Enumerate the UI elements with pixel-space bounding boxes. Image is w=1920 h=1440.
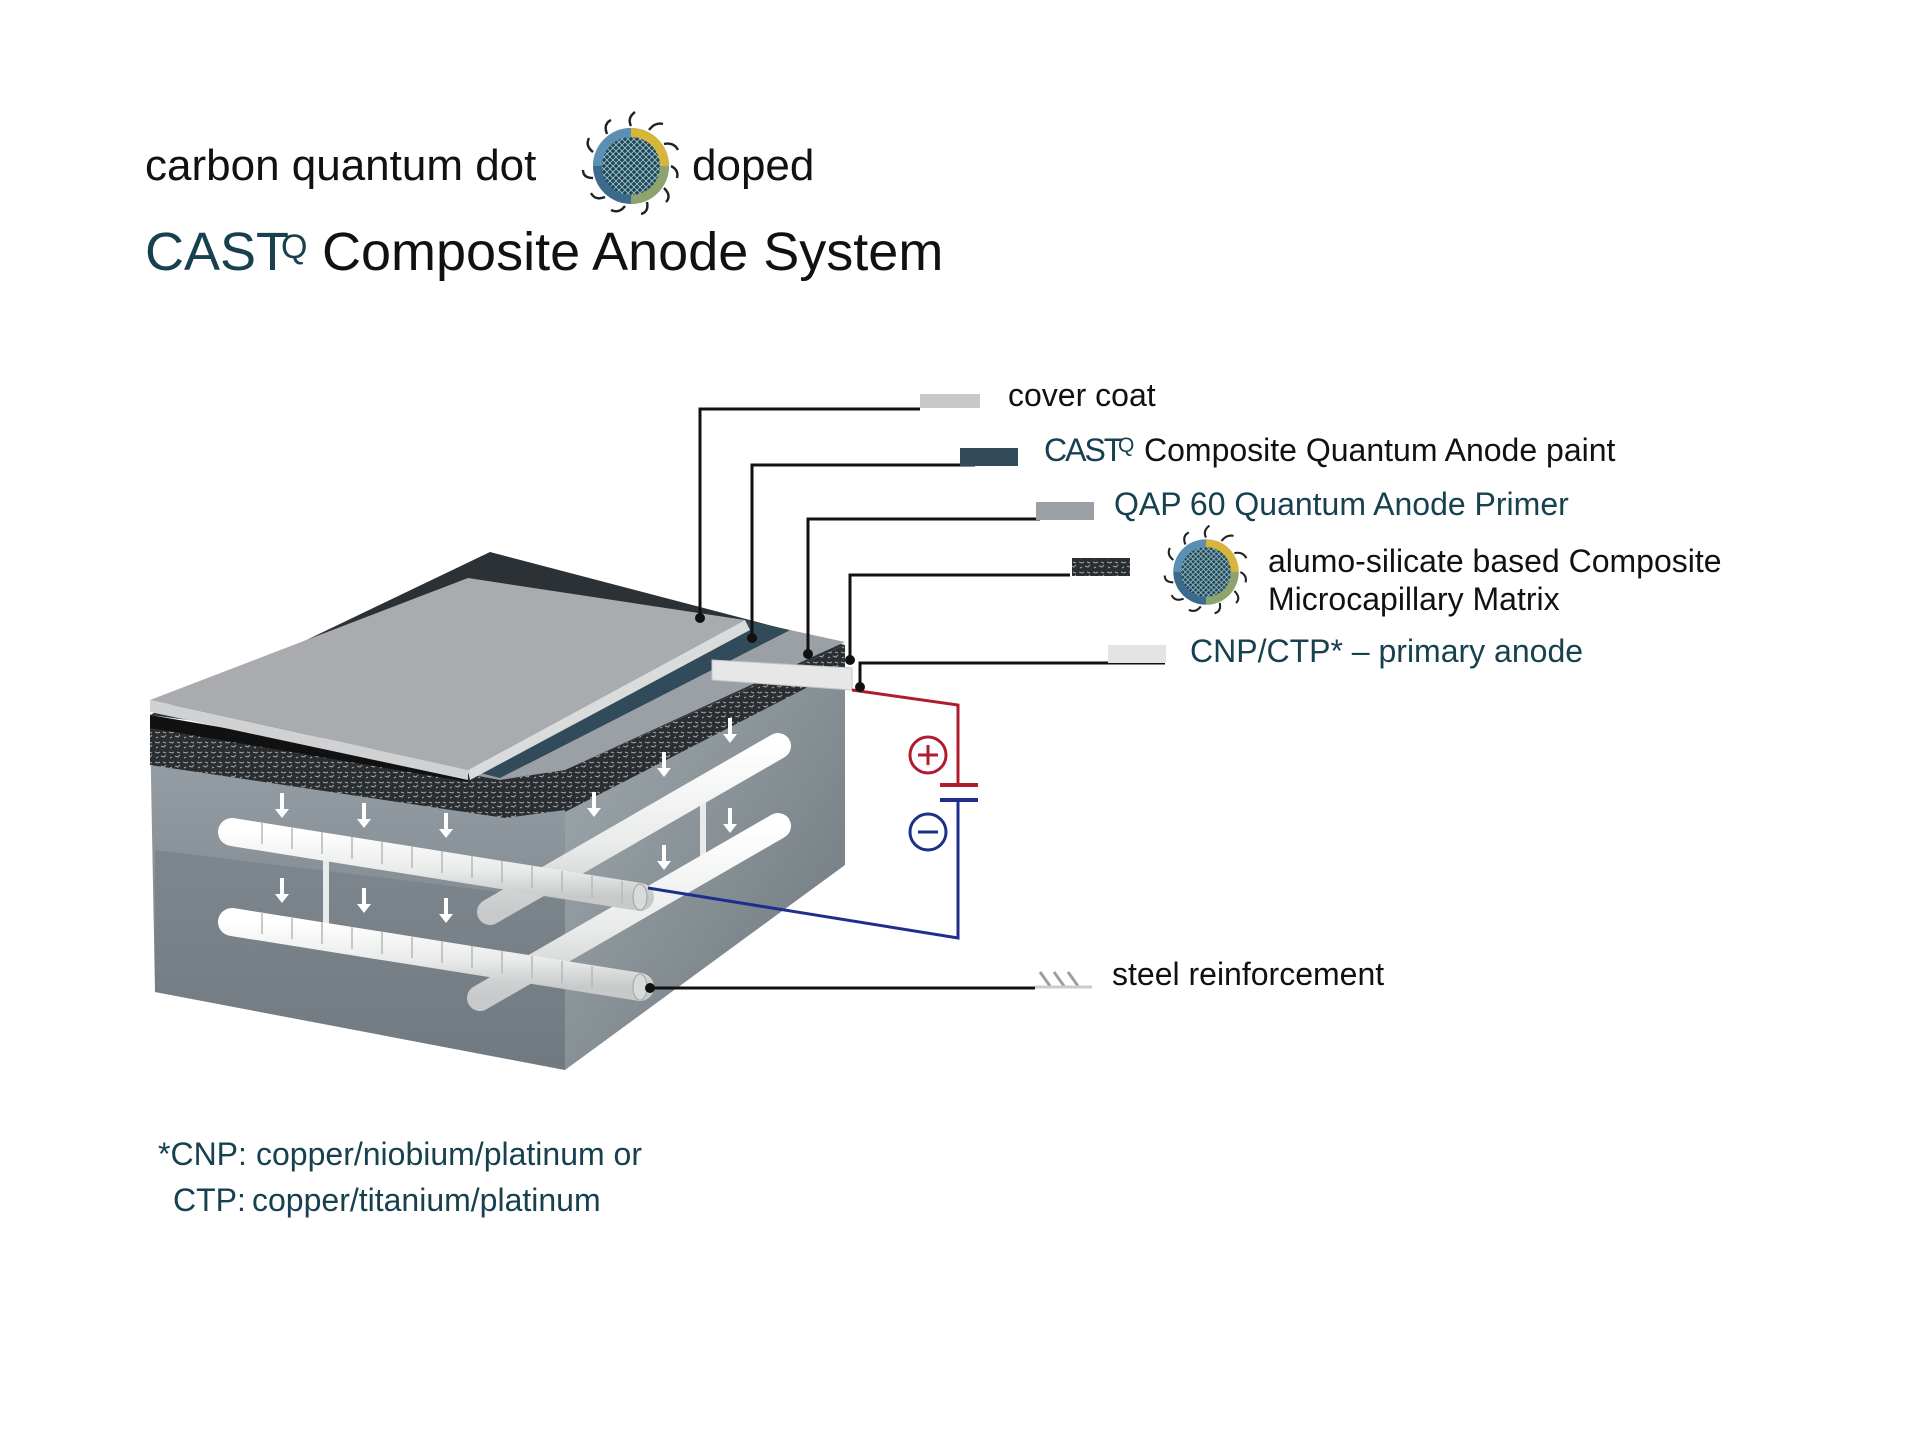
legend-paint-sup: Q: [1118, 434, 1134, 457]
steel-reinforcement: [218, 733, 791, 1011]
steel-swatch: [1035, 971, 1092, 989]
legend-primary-anode: CNP/CTP* – primary anode: [1190, 633, 1583, 669]
brand-sup-q: Q: [281, 228, 307, 266]
rebar-horizontal-upper: [218, 818, 654, 911]
current-flow-arrows: [275, 718, 737, 923]
footnote-ctp-key: CTP:: [173, 1182, 246, 1218]
rebar-horizontal-lower: [218, 908, 654, 1001]
primary-anode-swatch: [1108, 645, 1166, 663]
brand-cast: CAST: [145, 222, 289, 282]
footnote-cnp-text: copper/niobium/platinum or: [256, 1136, 642, 1172]
plus-circle-icon: [908, 735, 948, 775]
legend-cover-coat: cover coat: [1008, 377, 1156, 413]
header-doped-text: doped: [692, 141, 814, 190]
quantum-dot-icon: [1163, 524, 1248, 615]
legend-steel: steel reinforcement: [1112, 956, 1384, 992]
negative-wire: [647, 800, 960, 940]
page-title: Composite Anode System: [322, 222, 943, 282]
arrow-down-icon: [357, 803, 371, 828]
footnote-ctp-text: copper/titanium/platinum: [252, 1182, 601, 1218]
primer-swatch: [1036, 502, 1094, 520]
circuit: [647, 688, 978, 940]
arrow-down-icon: [657, 752, 671, 777]
leader-lines: [650, 407, 1165, 990]
footnote-cnp-key: *CNP:: [158, 1136, 247, 1172]
matrix-swatch: [1072, 558, 1130, 576]
minus-circle-icon: [908, 812, 948, 852]
arrow-down-icon: [723, 808, 737, 833]
anode-paint-stripe: [468, 620, 790, 778]
legend-primer: QAP 60 Quantum Anode Primer: [1114, 486, 1569, 522]
legend-matrix-line2: Microcapillary Matrix: [1268, 581, 1560, 617]
legend-paint-label: Composite Quantum Anode paint: [1144, 432, 1616, 468]
arrow-down-icon: [657, 845, 671, 870]
arrow-down-icon: [723, 718, 737, 743]
matrix-side-band: [565, 645, 845, 812]
arrow-down-icon: [587, 792, 601, 817]
legend-paint-brand: CAST: [1044, 432, 1123, 468]
arrow-down-icon: [275, 878, 289, 903]
anode-paint-swatch: [960, 448, 1018, 466]
arrow-down-icon: [439, 898, 453, 923]
quantum-dot-icon: [581, 110, 680, 216]
concrete-block: [150, 552, 853, 1070]
legend-matrix-line1: alumo-silicate based Composite: [1268, 543, 1722, 579]
header-line1-text: carbon quantum dot: [145, 141, 536, 190]
positive-wire: [851, 688, 960, 785]
cover-coat-swatch: [920, 394, 980, 408]
arrow-down-icon: [439, 813, 453, 838]
arrow-down-icon: [357, 888, 371, 913]
cover-coat-slab: [150, 578, 745, 770]
arrow-down-icon: [275, 793, 289, 818]
